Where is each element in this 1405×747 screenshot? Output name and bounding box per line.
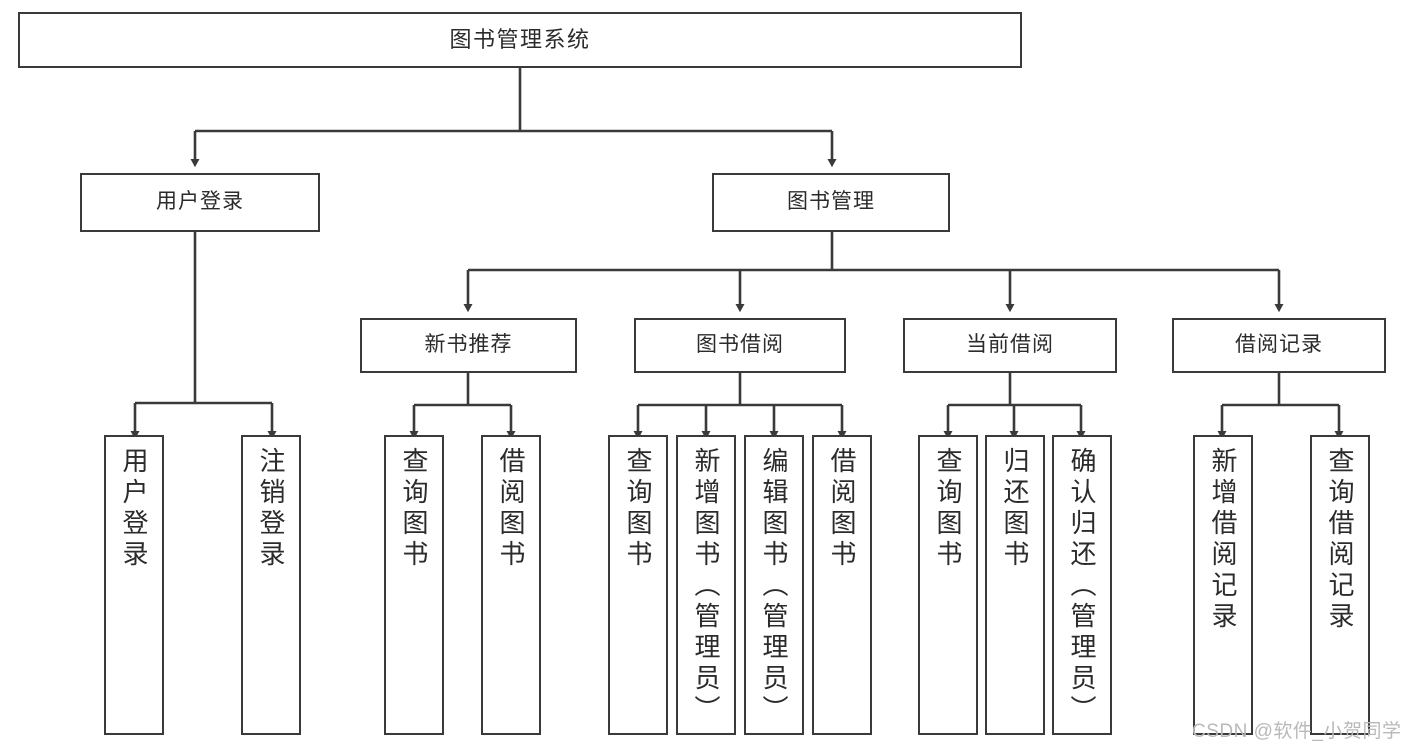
node-new-book-rec-label: 新书推荐 <box>424 333 513 357</box>
leaf-confirm-return-label: 确认归还（管理员） <box>1067 447 1097 726</box>
leaf-query-book-borrow[interactable]: 查询图书 <box>608 435 668 735</box>
leaf-borrow-book-rec[interactable]: 借阅图书 <box>481 435 541 735</box>
leaf-borrow-book-rec-label: 借阅图书 <box>496 447 526 571</box>
node-book-manage[interactable]: 图书管理 <box>712 173 950 232</box>
leaf-query-book-borrow-label: 查询图书 <box>623 447 653 571</box>
node-book-manage-label: 图书管理 <box>787 190 875 214</box>
leaf-query-book-current-label: 查询图书 <box>933 447 963 571</box>
leaf-user-login-label: 用户登录 <box>119 447 149 571</box>
leaf-edit-book[interactable]: 编辑图书（管理员） <box>744 435 804 735</box>
node-new-book-rec[interactable]: 新书推荐 <box>360 318 577 373</box>
leaf-edit-book-label: 编辑图书（管理员） <box>759 447 789 726</box>
leaf-add-book[interactable]: 新增图书（管理员） <box>676 435 736 735</box>
leaf-logout[interactable]: 注销登录 <box>241 435 301 735</box>
leaf-confirm-return[interactable]: 确认归还（管理员） <box>1052 435 1112 735</box>
node-borrow-record[interactable]: 借阅记录 <box>1172 318 1386 373</box>
leaf-add-record[interactable]: 新增借阅记录 <box>1193 435 1253 735</box>
leaf-user-login[interactable]: 用户登录 <box>104 435 164 735</box>
leaf-borrow-book-label: 借阅图书 <box>827 447 857 571</box>
node-root[interactable]: 图书管理系统 <box>18 12 1022 68</box>
leaf-return-book[interactable]: 归还图书 <box>985 435 1045 735</box>
node-current-borrow-label: 当前借阅 <box>966 333 1054 357</box>
node-user-login-label: 用户登录 <box>156 190 244 214</box>
leaf-query-record[interactable]: 查询借阅记录 <box>1310 435 1370 735</box>
node-user-login[interactable]: 用户登录 <box>80 173 320 232</box>
leaf-return-book-label: 归还图书 <box>1000 447 1030 571</box>
leaf-query-book-rec-label: 查询图书 <box>399 447 429 571</box>
csdn-watermark: CSDN @软件_小贺同学 <box>1192 721 1402 742</box>
node-root-label: 图书管理系统 <box>449 27 591 53</box>
leaf-query-book-rec[interactable]: 查询图书 <box>384 435 444 735</box>
leaf-logout-label: 注销登录 <box>256 447 286 571</box>
node-book-borrow[interactable]: 图书借阅 <box>634 318 846 373</box>
leaf-borrow-book[interactable]: 借阅图书 <box>812 435 872 735</box>
node-current-borrow[interactable]: 当前借阅 <box>903 318 1117 373</box>
leaf-query-record-label: 查询借阅记录 <box>1325 447 1355 633</box>
leaf-add-book-label: 新增图书（管理员） <box>691 447 721 726</box>
node-book-borrow-label: 图书借阅 <box>696 333 784 357</box>
leaf-add-record-label: 新增借阅记录 <box>1208 447 1238 633</box>
leaf-query-book-current[interactable]: 查询图书 <box>918 435 978 735</box>
node-borrow-record-label: 借阅记录 <box>1235 333 1323 357</box>
